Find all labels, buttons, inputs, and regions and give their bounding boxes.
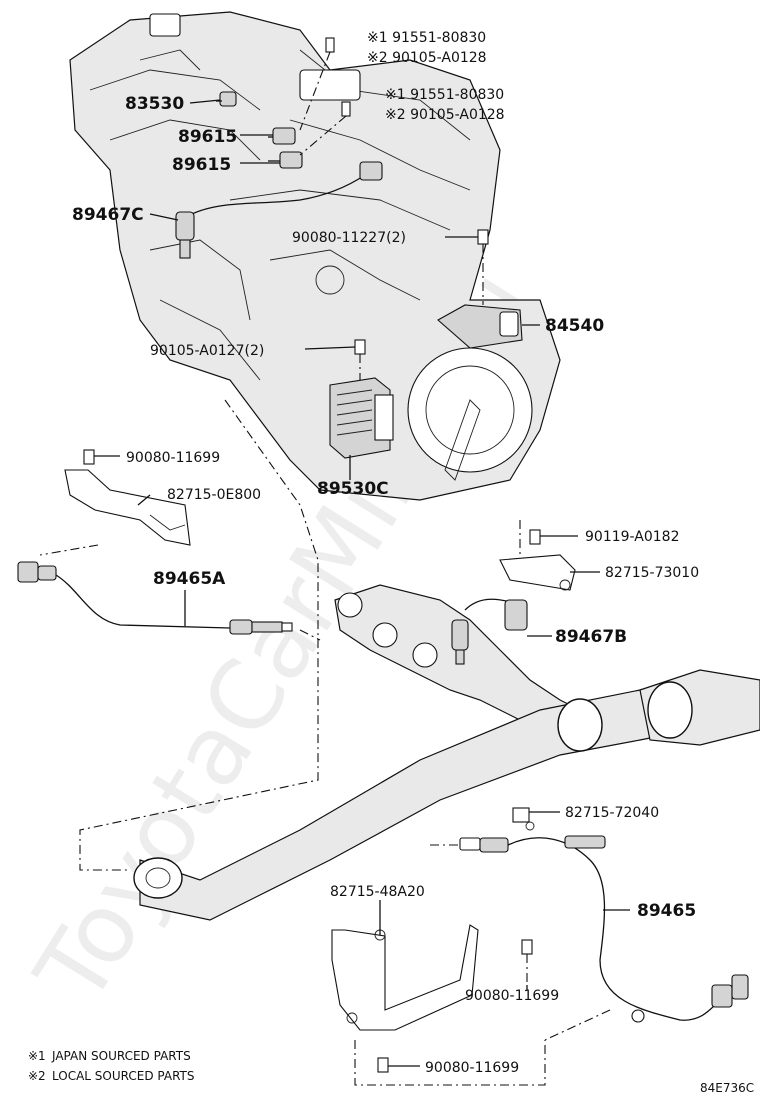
leader-line	[39, 544, 99, 556]
label-90105-A0127: 90105-A0127(2)	[150, 343, 264, 359]
part-89465A-sensor-icon	[17, 561, 293, 635]
diagram-code: 84E736C	[700, 1081, 754, 1095]
part-82715-73010-bracket-icon	[499, 554, 576, 591]
label-82715-73010: 82715-73010	[605, 565, 699, 581]
legend-notes: ※1 JAPAN SOURCED PARTS ※2 LOCAL SOURCED …	[28, 1049, 194, 1083]
note-text-1: JAPAN SOURCED PARTS	[51, 1049, 191, 1063]
label-82715-72040: 82715-72040	[565, 805, 659, 821]
label-89615-b: 89615	[172, 155, 231, 175]
leader-line	[79, 399, 319, 871]
part-82715-0E800-bracket-icon	[64, 449, 191, 546]
leader-line	[354, 1040, 546, 1086]
note-mark-1: ※1	[28, 1049, 46, 1063]
label-91551-80830-b: ※1 91551-80830	[385, 87, 504, 103]
engine-assembly-illustration	[69, 11, 561, 501]
label-leaders	[94, 99, 630, 1067]
bolt-icon	[477, 229, 489, 245]
label-89465: 89465	[637, 901, 696, 921]
part-84540-switch-icon	[437, 304, 523, 349]
part-89465-sensor-icon	[459, 835, 749, 1023]
bolt-icon	[354, 339, 366, 355]
leader-line	[544, 1009, 611, 1041]
label-84540: 84540	[545, 316, 604, 336]
label-90080-11699-c: 90080-11699	[425, 1060, 519, 1076]
leader-line	[299, 51, 331, 131]
label-90105-A0128-a: ※2 90105-A0128	[367, 50, 487, 66]
part-82715-48A20-bracket-icon	[331, 924, 479, 1031]
label-89467C: 89467C	[72, 205, 144, 225]
part-89467B-sensor-icon	[451, 598, 528, 665]
bolt-icon	[529, 529, 541, 545]
note-text-2: LOCAL SOURCED PARTS	[52, 1069, 194, 1083]
label-82715-48A20: 82715-48A20	[330, 884, 425, 900]
part-89615-sensor-icon	[268, 127, 303, 169]
bolt-icon	[377, 1057, 389, 1073]
exhaust-pipe-illustration	[133, 669, 760, 921]
label-89465A: 89465A	[153, 569, 226, 589]
label-89615-a: 89615	[178, 127, 237, 147]
label-90105-A0128-b: ※2 90105-A0128	[385, 107, 505, 123]
note-mark-2: ※2	[28, 1069, 46, 1083]
label-90080-11699-a: 90080-11699	[126, 450, 220, 466]
bolt-icon	[521, 939, 533, 955]
part-82715-72040-clamp-icon	[512, 807, 535, 831]
leader-line	[299, 629, 321, 641]
label-89530C: 89530C	[317, 479, 389, 499]
label-91551-80830-a: ※1 91551-80830	[367, 30, 486, 46]
part-89530C-ecu-icon	[329, 377, 394, 459]
label-83530: 83530	[125, 94, 184, 114]
label-90080-11227: 90080-11227(2)	[292, 230, 406, 246]
part-89467C-sensor-icon	[175, 161, 383, 259]
label-89467B: 89467B	[555, 627, 627, 647]
label-90119-A0182: 90119-A0182	[585, 529, 680, 545]
part-83530-switch-icon	[216, 91, 237, 107]
label-90080-11699-b: 90080-11699	[465, 988, 559, 1004]
label-82715-0E800: 82715-0E800	[167, 487, 261, 503]
